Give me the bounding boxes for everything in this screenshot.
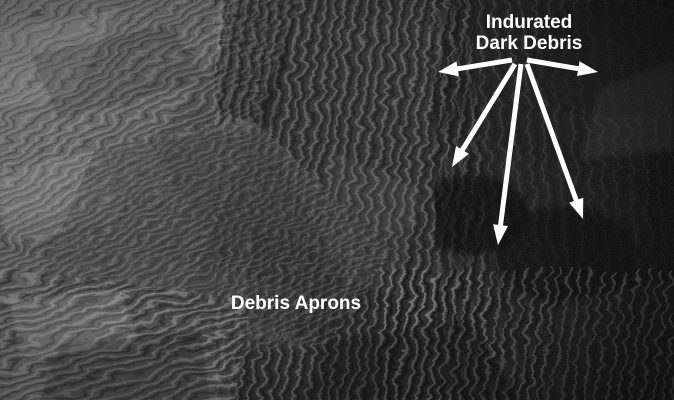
annotated-mars-image: Indurated Dark Debris Debris Aprons (0, 0, 674, 400)
terrain-image (0, 0, 674, 400)
